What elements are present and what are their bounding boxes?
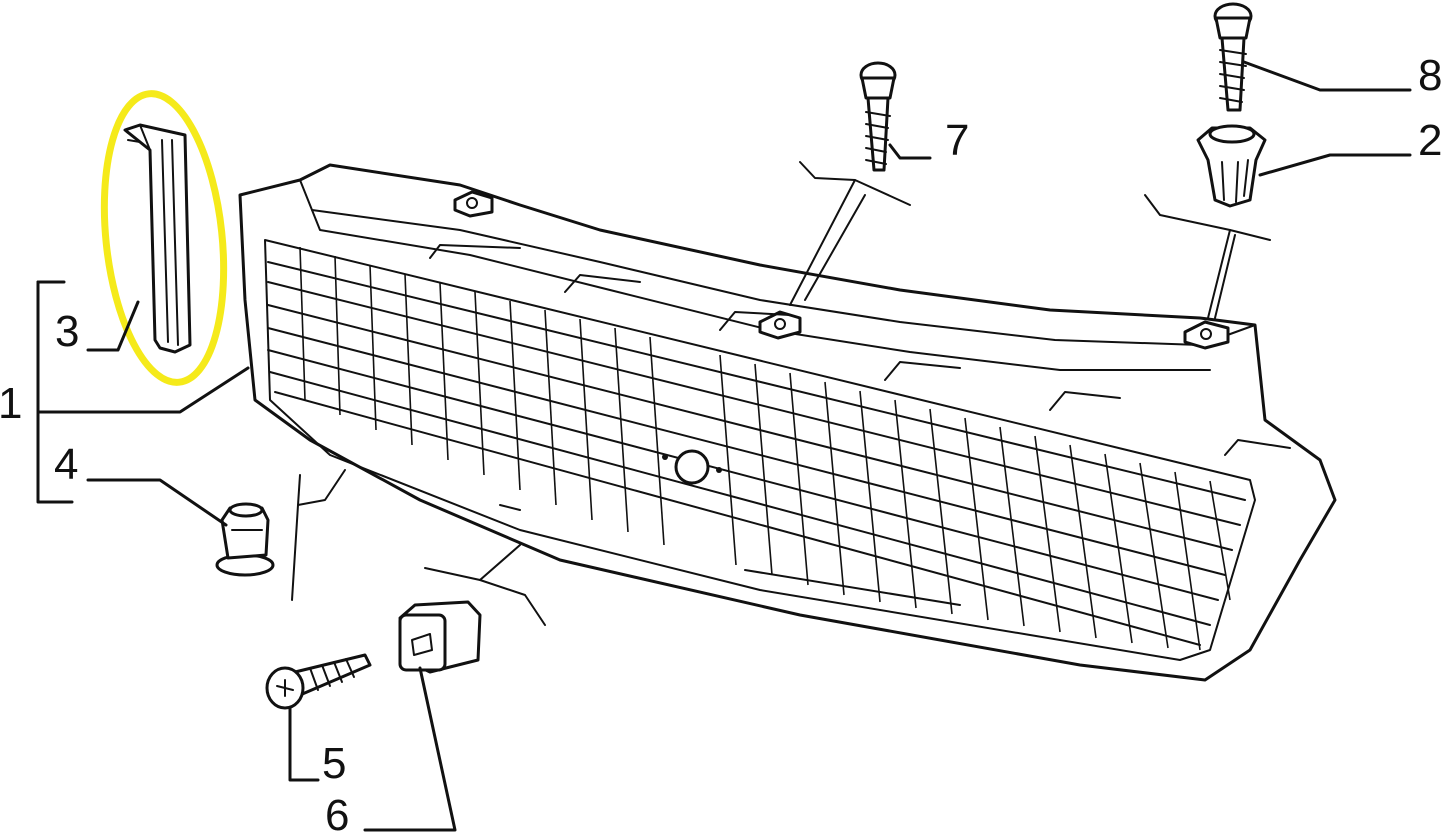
side-insert-part	[123, 123, 192, 354]
screw-part-5	[265, 653, 372, 710]
screw-part-7	[859, 61, 897, 172]
callout-4: 4	[54, 440, 78, 489]
assembly-guides	[291, 161, 1271, 626]
clip-nut-part	[215, 502, 275, 577]
radiator-grille	[238, 163, 1337, 682]
callout-3: 3	[55, 307, 79, 356]
callout-8: 8	[1418, 51, 1442, 100]
callout-7: 7	[945, 116, 969, 165]
callout-2: 2	[1418, 116, 1442, 165]
highlight-circle	[100, 90, 228, 386]
callout-6: 6	[325, 791, 349, 834]
callout-1: 1	[0, 379, 22, 428]
square-nut-part	[398, 600, 482, 674]
callout-5: 5	[322, 739, 346, 788]
screw-part-8	[1213, 2, 1253, 112]
expansion-nut-part	[1196, 124, 1267, 208]
leader-lines	[36, 60, 1412, 832]
